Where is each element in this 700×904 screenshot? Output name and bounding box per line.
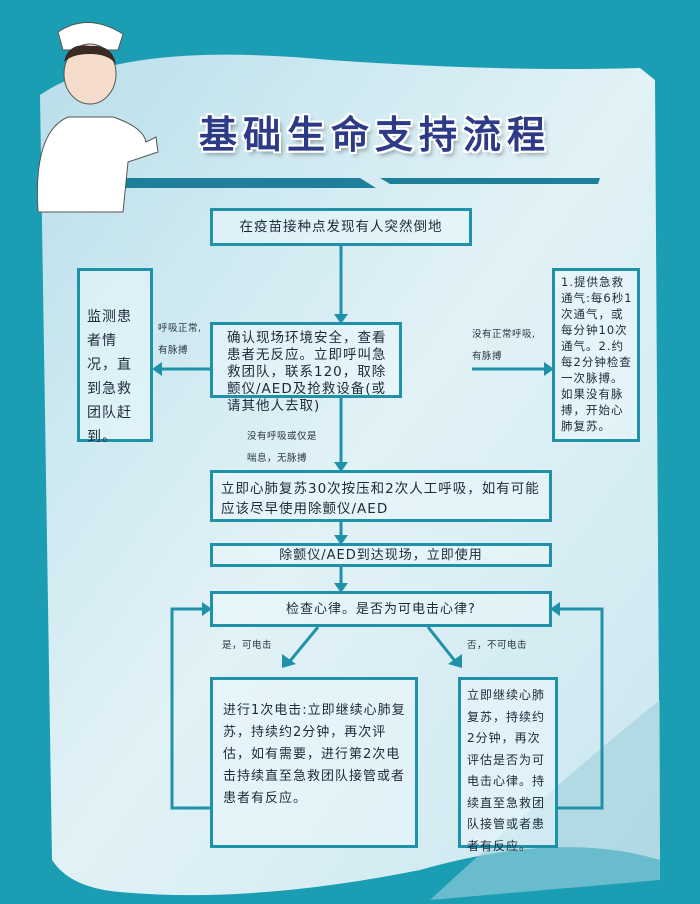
edge-label-normal-breathing: 呼吸正常, 有脉搏 — [158, 318, 202, 362]
arrow-check-to-noshock — [426, 626, 457, 662]
edge-label-abnormal-breathing: 没有正常呼吸, 有脉搏 — [472, 324, 536, 368]
node-no-shock: 立即继续心肺复苏，持续约2分钟，再次评估是否为可电击心律。持续直至急救团队接管或… — [458, 677, 558, 853]
edge-label-text: 没有呼吸或仅是 — [247, 431, 318, 442]
node-cpr: 立即心肺复苏30次按压和2次人工呼吸，如有可能应该尽早使用除颤仪/AED — [210, 470, 552, 522]
node-check-rhythm: 检查心律。是否为可电击心律? — [210, 591, 552, 627]
node-aed: 除颤仪/AED到达现场，立即使用 — [210, 543, 552, 567]
node-assess: 确认现场环境安全，查看患者无反应。立即呼叫急救团队，联系120，取除颤仪/AED… — [210, 322, 402, 414]
edge-label-text: 没有正常呼吸, — [472, 329, 536, 340]
edge-label-text: 有脉搏 — [472, 351, 503, 362]
edge-label-text: 喘息，无脉搏 — [247, 453, 308, 464]
edge-label-no-breathing: 没有呼吸或仅是喘息，无脉搏 — [247, 426, 317, 470]
node-start: 在疫苗接种点发现有人突然倒地 — [210, 208, 472, 246]
loop-noshock-to-check — [558, 607, 604, 810]
nurse-illustration — [36, 22, 159, 213]
arrow-check-to-shock — [288, 626, 320, 662]
edge-label-shockable: 是，可电击 — [222, 640, 273, 651]
loop-shock-to-check — [170, 607, 210, 810]
node-ventilate: 1.提供急救通气:每6秒1次通气，或每分钟10次通气。2.约每2分钟检查一次脉搏… — [552, 268, 640, 442]
edge-label-text: 呼吸正常, — [158, 323, 202, 334]
node-shock: 进行1次电击:立即继续心肺复苏，持续约2分钟，再次评估，如有需要，进行第2次电击… — [210, 677, 418, 848]
edge-label-not-shockable: 否，不可电击 — [467, 640, 528, 651]
node-monitor: 监测患者情况，直到急救团队赶到。 — [77, 268, 153, 445]
page-title: 基础生命支持流程 — [198, 113, 551, 157]
edge-label-text: 有脉搏 — [158, 345, 189, 356]
